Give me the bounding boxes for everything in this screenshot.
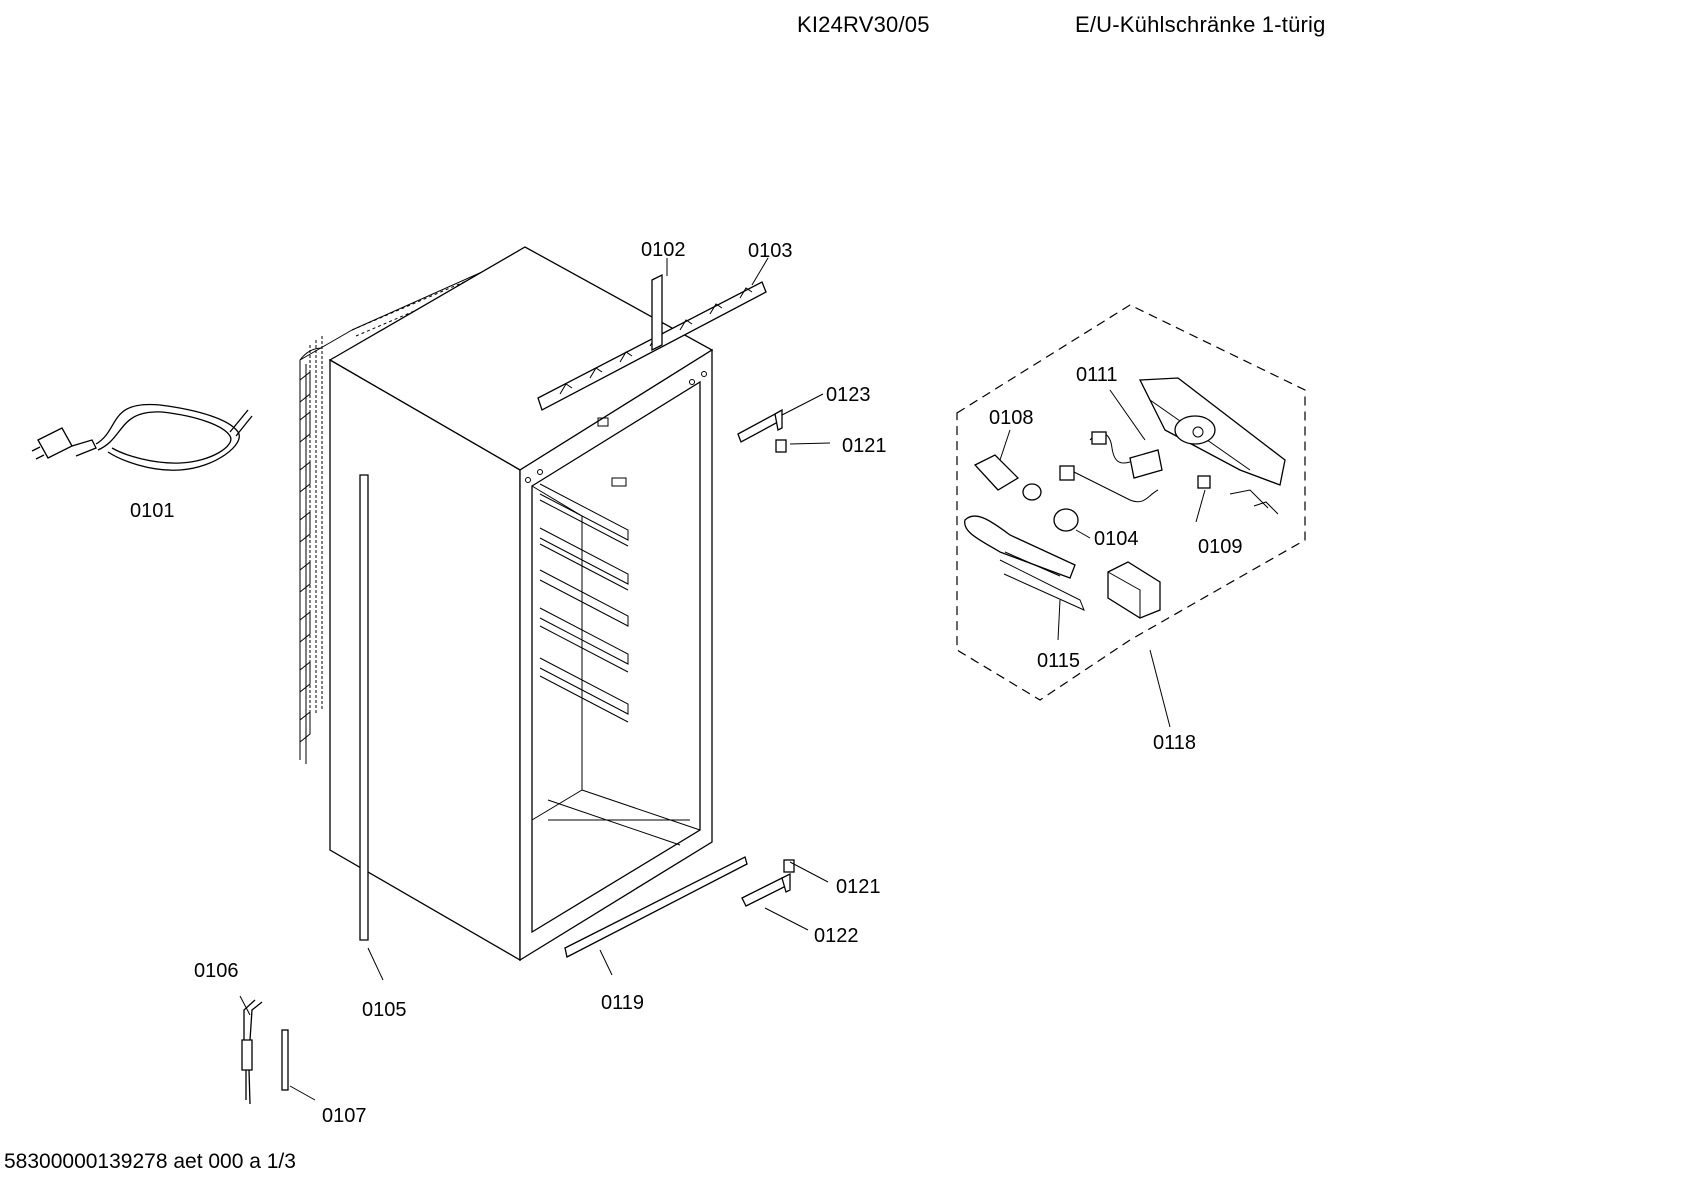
diagram-title: E/U-Kühlschränke 1-türig (1075, 12, 1326, 37)
power-cord-drawing (31, 403, 253, 471)
part-label-0108: 0108 (989, 407, 1034, 429)
part-label-0118: 0118 (1153, 732, 1196, 754)
part-label-0115: 0115 (1037, 650, 1080, 672)
control-unit-parts-drawing (964, 377, 1286, 619)
document-id: 58300000139278 aet 000 a 1/3 (4, 1150, 296, 1173)
temperature-sensor-drawing (241, 999, 263, 1105)
part-label-0101: 0101 (130, 500, 175, 522)
part-label-0111: 0111 (1076, 364, 1118, 386)
part-label-0105: 0105 (362, 999, 407, 1021)
top-rail-drawing (537, 273, 767, 411)
part-label-0106: 0106 (194, 960, 239, 982)
bottom-strip-drawing (564, 856, 748, 958)
model-number: KI24RV30/05 (797, 12, 930, 37)
part-label-0123: 0123 (826, 384, 871, 406)
part-label-0104: 0104 (1094, 528, 1139, 550)
sensor-tube-drawing (281, 1029, 289, 1091)
hinge-bracket-top-drawing (737, 408, 787, 453)
part-label-0102: 0102 (641, 239, 686, 261)
part-label-0121-top: 0121 (842, 435, 887, 457)
leader-lines (239, 257, 1206, 1101)
part-label-0121-bottom: 0121 (836, 876, 881, 898)
refrigerator-cabinet-drawing (328, 246, 714, 962)
control-unit-group-outline (956, 304, 1306, 701)
part-label-0109: 0109 (1198, 536, 1243, 558)
part-label-0107: 0107 (322, 1105, 367, 1127)
hinge-bracket-bottom-drawing (741, 859, 795, 907)
part-label-0119: 0119 (601, 992, 644, 1014)
part-labels: 0101 0102 0103 0104 0105 0106 0107 0108 … (130, 239, 1243, 1127)
gasket-strip-drawing (359, 474, 369, 941)
part-label-0103: 0103 (748, 240, 793, 262)
part-label-0122: 0122 (814, 925, 859, 947)
